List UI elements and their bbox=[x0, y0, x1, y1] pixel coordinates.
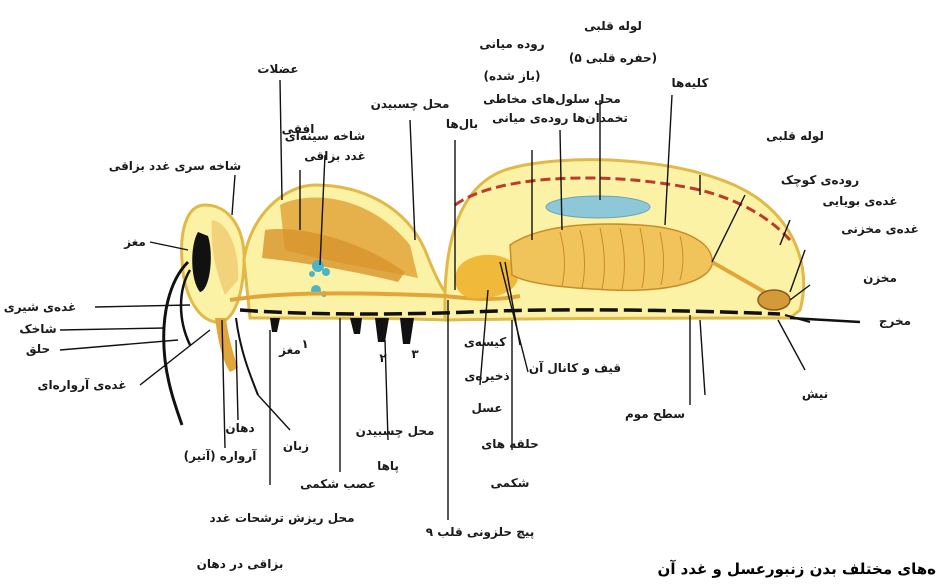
label-funnel: قیف و کانال آن bbox=[529, 360, 621, 376]
label-salivary-outlet-2: بزاقی در دهان bbox=[197, 557, 284, 571]
label-scent-gland: غده‌ی بویایی bbox=[822, 194, 897, 209]
label-outlet: مخرج bbox=[879, 314, 911, 328]
label-brain-small: مغز bbox=[278, 343, 301, 357]
label-ovaries: تخمدان‌ها روده‌ی میانی bbox=[492, 111, 628, 126]
label-mucous-cells: محل سلول‌های مخاطی bbox=[483, 92, 621, 107]
label-heart-tube2: لوله قلبی bbox=[766, 129, 824, 144]
label-tongue: زبان bbox=[283, 439, 309, 453]
label-midgut-open: (باز شده) bbox=[484, 69, 541, 83]
label-milk-gland: غده‌ی شیری bbox=[4, 300, 77, 314]
midgut-shape bbox=[510, 224, 712, 290]
label-muscles: عضلات bbox=[257, 62, 298, 76]
label-salivary-gland: غدد بزاقی bbox=[304, 149, 366, 163]
mandible-shape bbox=[215, 318, 238, 372]
label-mouth: دهان bbox=[225, 421, 254, 435]
label-n3: ۳ bbox=[411, 347, 419, 361]
leg-stubs bbox=[270, 318, 414, 344]
label-kidneys: کلیه‌ها bbox=[672, 76, 709, 90]
mouthpart-tongue bbox=[236, 318, 258, 395]
label-n1: ۱ bbox=[301, 337, 308, 351]
label-honey-sac-2: ذخیره‌ی bbox=[464, 369, 509, 383]
label-mandibular-gland: غده‌ی آرواره‌ای bbox=[37, 377, 126, 393]
label-wings: بال‌ها bbox=[446, 117, 478, 131]
label-midgut: روده میانی bbox=[479, 37, 544, 52]
label-honey-sac-3: عسل bbox=[471, 401, 502, 415]
label-wing-attach: محل چسبیدن bbox=[371, 97, 450, 111]
label-heart-chambers: (۵ حفره قلبی) bbox=[569, 51, 657, 65]
label-poison-gland: غده‌ی مخزنی bbox=[841, 222, 919, 236]
label-legs: پاها bbox=[377, 459, 399, 473]
label-heart-tube: لوله قلبی bbox=[584, 19, 642, 34]
label-antenna: شاخک bbox=[19, 322, 56, 336]
figure-caption: ه‌های مختلف بدن زنبورعسل و غدد آن bbox=[658, 560, 936, 578]
label-reservoir: مخزن bbox=[863, 271, 897, 285]
label-mandible: آرواره (آتیر) bbox=[184, 448, 258, 464]
label-thoracic-piece: شاخه سینه‌ای bbox=[285, 129, 365, 143]
label-sting: نیش bbox=[802, 387, 828, 401]
label-brain: مغز bbox=[123, 235, 146, 249]
label-leg-attach: محل چسبیدن bbox=[356, 424, 435, 438]
label-heart-spiral: ۹ پیچ حلزونی قلب bbox=[426, 525, 535, 540]
reservoir-shape bbox=[758, 290, 790, 310]
label-ring-2: شکمی bbox=[491, 476, 530, 490]
label-small-intestine: روده‌ی کوچک bbox=[781, 173, 859, 188]
label-pharynx: حلق bbox=[26, 342, 50, 356]
label-wax-surface: سطح موم bbox=[625, 407, 685, 422]
label-nerve-cord: عصب شکمی bbox=[300, 477, 376, 491]
label-salivary-outlet-1: محل ریزش ترشحات غدد bbox=[209, 511, 354, 525]
bee-body bbox=[164, 160, 810, 425]
label-head-salivary: شاخه سری غدد بزاقی bbox=[109, 159, 241, 173]
label-honey-sac-1: کیسه‌ی bbox=[464, 335, 506, 349]
label-n2: ۲ bbox=[379, 351, 387, 365]
label-ring-1: حلقه های bbox=[481, 437, 538, 451]
